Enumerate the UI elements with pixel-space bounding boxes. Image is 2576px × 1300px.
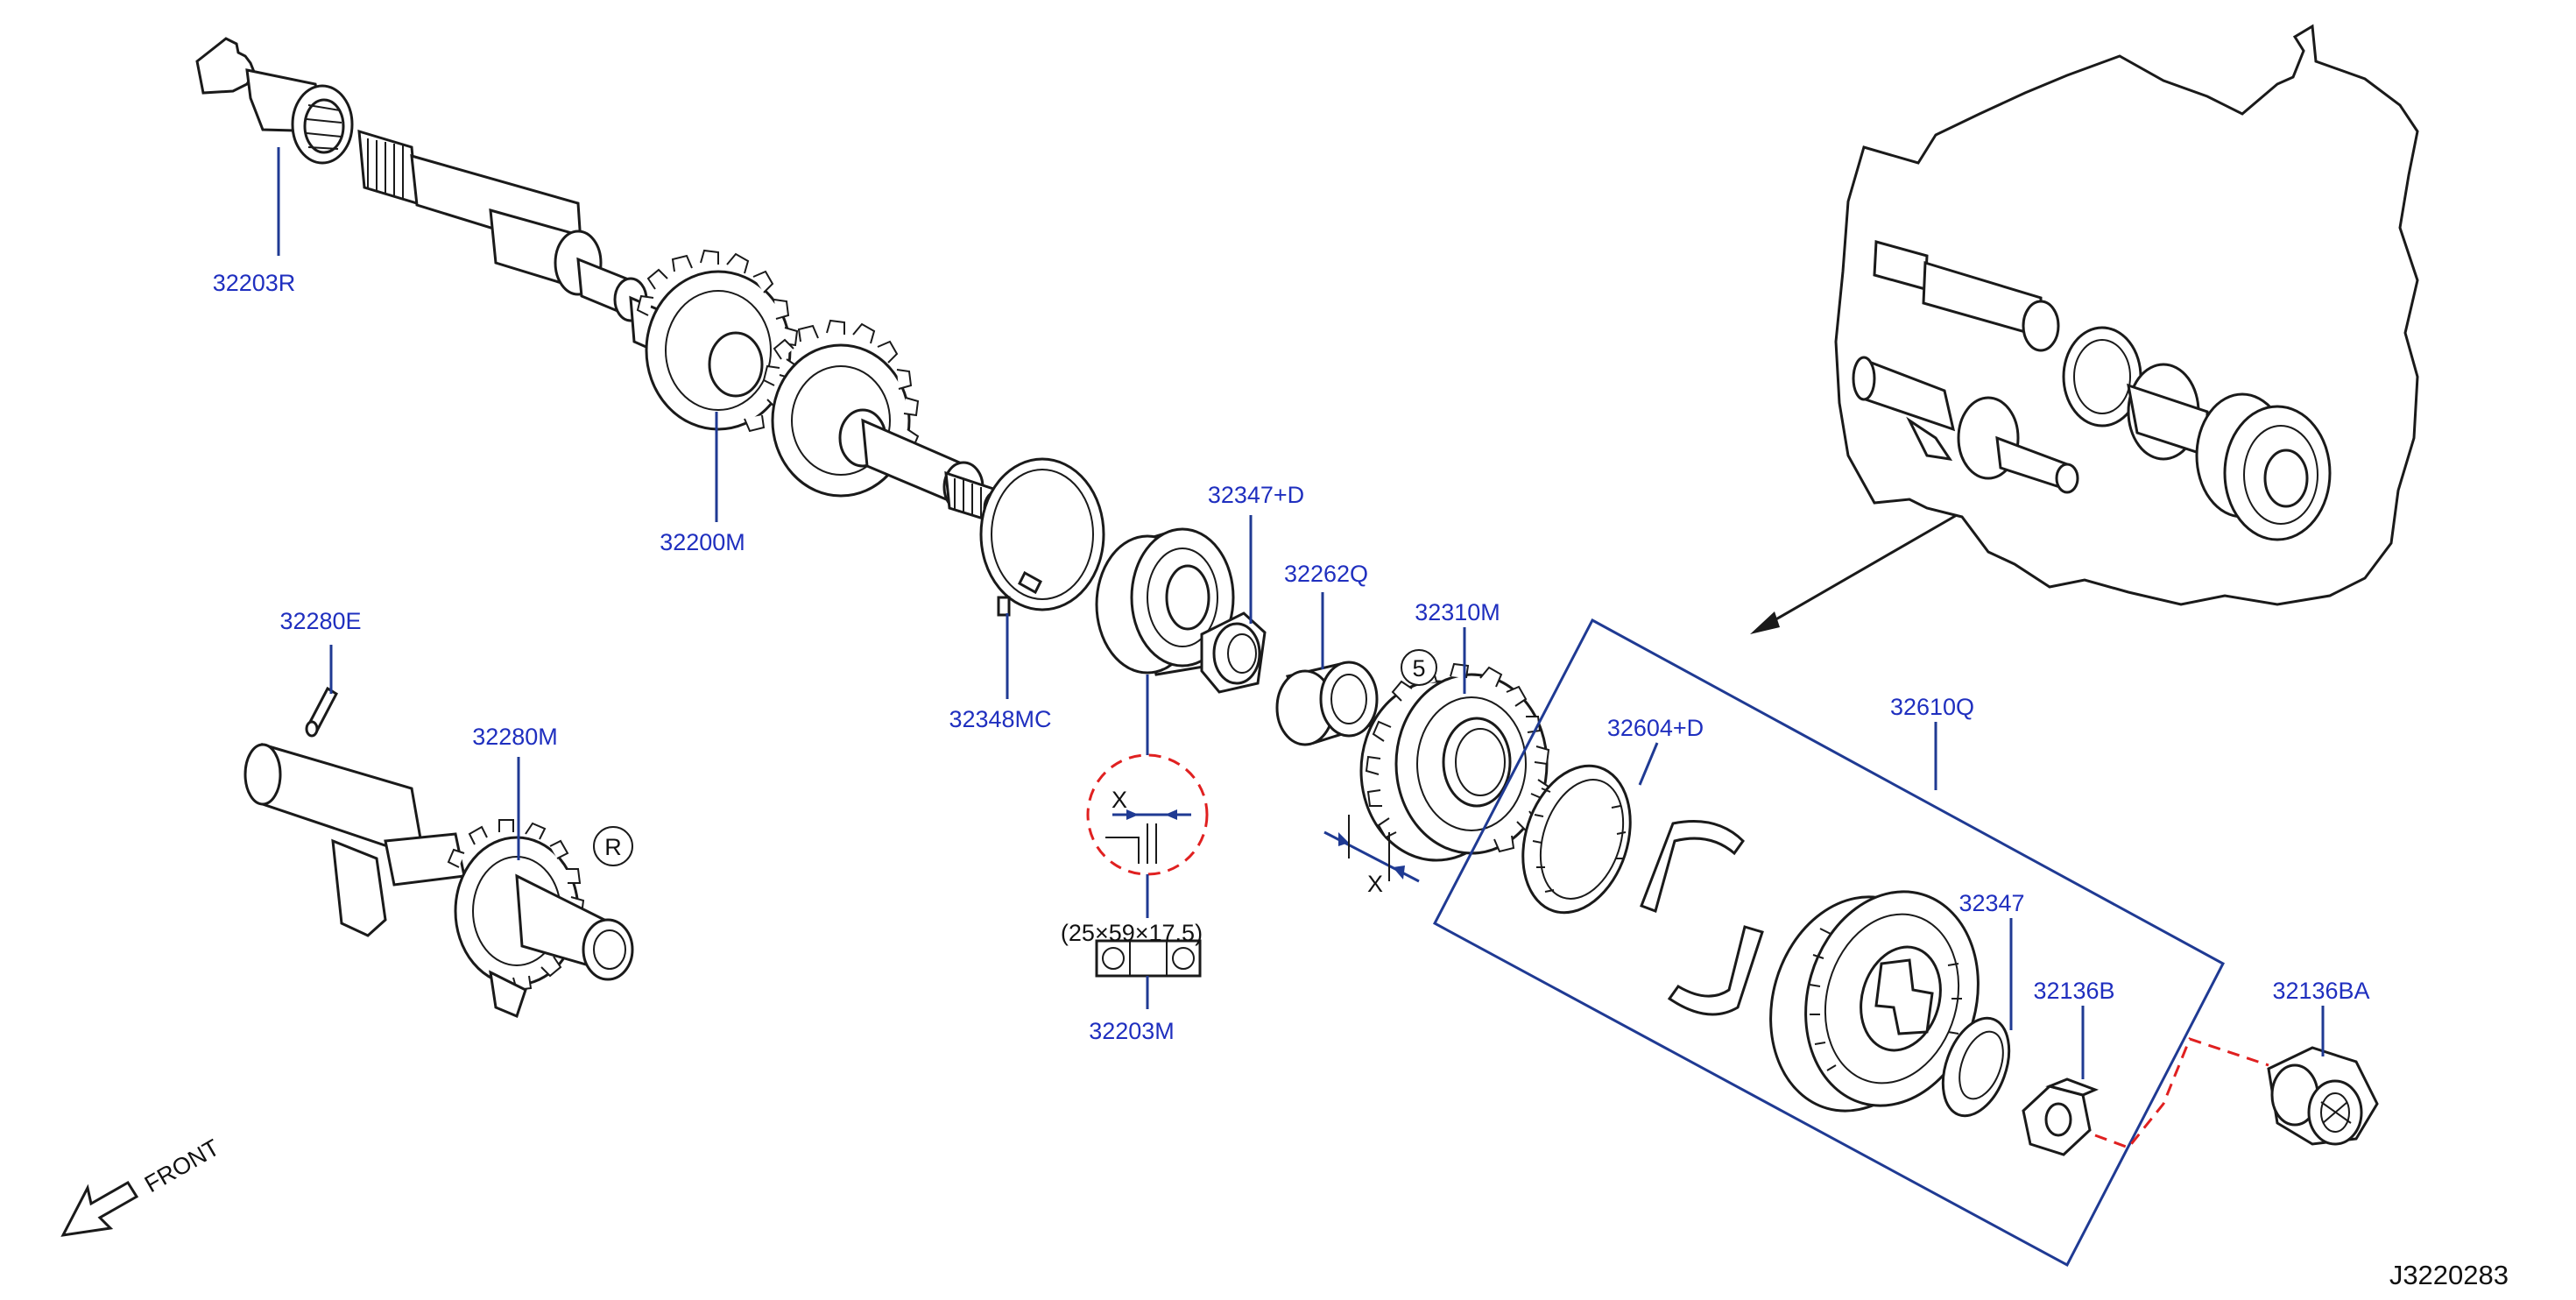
shim-dimension-x-label: X [1112,787,1127,813]
baulk-ring-32604D-drawing [1521,764,1632,915]
part-label-32280M[interactable]: 32280M [472,724,558,750]
mainshaft-gear-1 [636,249,799,433]
thrust-washer-32347-drawing [1941,1016,2011,1118]
part-label-32280E[interactable]: 32280E [279,608,361,634]
nut-32136BA-drawing [2267,1046,2379,1146]
pin-32280E-drawing [305,686,338,738]
snap-ring-32348MC-drawing [979,457,1105,617]
leader-lines [277,147,2325,1079]
inset-pointer-arrow [1750,513,1958,634]
part-label-32347D[interactable]: 32347+D [1208,482,1304,508]
front-label: FRONT [140,1134,224,1198]
callout-5-text: 5 [1412,655,1425,682]
part-label-32310M[interactable]: 32310M [1415,599,1500,625]
callout-5: 5 [1401,649,1437,686]
gear-dimension-x [1323,815,1420,883]
nut-32136B-drawing [2022,1077,2100,1156]
reverse-gear-32280M-drawing [243,742,634,1019]
part-label-32203M[interactable]: 32203M [1089,1018,1175,1044]
gear-dimension-x-label: X [1367,871,1383,897]
location-inset-drawing [1834,24,2419,606]
alternate-part-connector [2094,1037,2269,1149]
part-label-32203R[interactable]: 32203R [213,270,296,296]
diagram-code: J3220283 [2389,1260,2509,1290]
spacer-32347D-drawing [1200,611,1267,694]
part-label-32347[interactable]: 32347 [1958,890,2024,916]
part-label-32136B[interactable]: 32136B [2033,978,2114,1004]
synchro-hub-drawing [1769,890,1980,1113]
bushing-32262Q-drawing [1275,661,1379,746]
callout-R-text: R [604,834,622,860]
synchro-assembly-box [1432,618,2226,1268]
bearing-spec-text: (25×59×17.5) [1061,920,1203,946]
pilot-bearing-32203R-drawing [195,37,354,165]
part-label-32610Q[interactable]: 32610Q [1890,694,1974,720]
gear-32310M-drawing [1359,662,1550,862]
synchro-keys-drawing [1640,820,1764,1016]
bearing-shim-detail [1086,753,1209,978]
part-label-32348MC[interactable]: 32348MC [949,706,1051,732]
part-label-32262Q[interactable]: 32262Q [1284,561,1368,587]
mainshaft-32200M-drawing [357,129,1014,527]
part-label-32200M[interactable]: 32200M [660,529,745,555]
part-label-32604D[interactable]: 32604+D [1607,715,1704,741]
callout-R: R [593,826,633,866]
front-direction-indicator: FRONT [60,1134,224,1237]
part-label-32136BA[interactable]: 32136BA [2272,978,2369,1004]
